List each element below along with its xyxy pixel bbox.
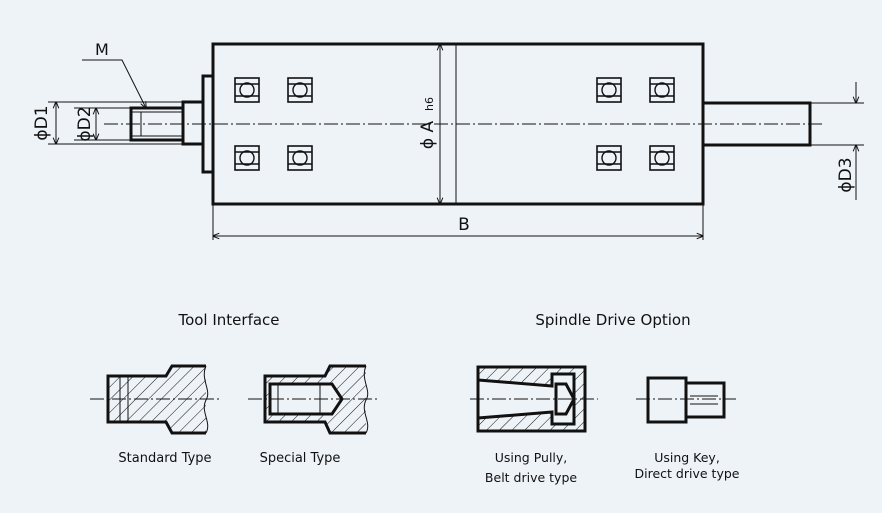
left-collar [181, 100, 205, 146]
bearing-icon [287, 145, 313, 171]
special-type-caption: Special Type [260, 451, 341, 466]
standard-type-drawing [90, 364, 222, 435]
b-label: B [458, 215, 470, 235]
bearing-icon [596, 77, 622, 103]
m-label: M [95, 40, 109, 59]
tool-interface-heading: Tool Interface [177, 311, 279, 329]
key-drive-drawing [636, 376, 736, 424]
pully-caption-line1: Using Pully, [495, 450, 568, 465]
bearing-icon [649, 145, 675, 171]
pully-drive-drawing [470, 365, 598, 433]
bearing-icon [234, 77, 260, 103]
a-tolerance-label: h6 [423, 97, 436, 111]
spindle-drive-heading: Spindle Drive Option [535, 311, 690, 329]
d1-label: ϕD1 [32, 105, 52, 140]
bearing-icon [287, 77, 313, 103]
key-caption-line2: Direct drive type [635, 466, 740, 481]
bearing-icon [234, 145, 260, 171]
pully-caption-line2: Belt drive type [485, 470, 577, 485]
standard-type-caption: Standard Type [118, 451, 211, 466]
m-leader-line [82, 59, 146, 108]
a-label: ϕ A [418, 121, 438, 150]
key-caption-line1: Using Key, [654, 450, 720, 465]
d3-label: ϕD3 [836, 157, 856, 192]
special-type-drawing [248, 364, 380, 435]
d2-label: ϕD2 [75, 106, 95, 141]
bearing-symbols [234, 77, 675, 171]
bearing-icon [649, 77, 675, 103]
main-spindle-view: ϕD1 ϕD2 M ϕ A h6 ϕD3 B [32, 40, 864, 240]
bearing-icon [596, 145, 622, 171]
